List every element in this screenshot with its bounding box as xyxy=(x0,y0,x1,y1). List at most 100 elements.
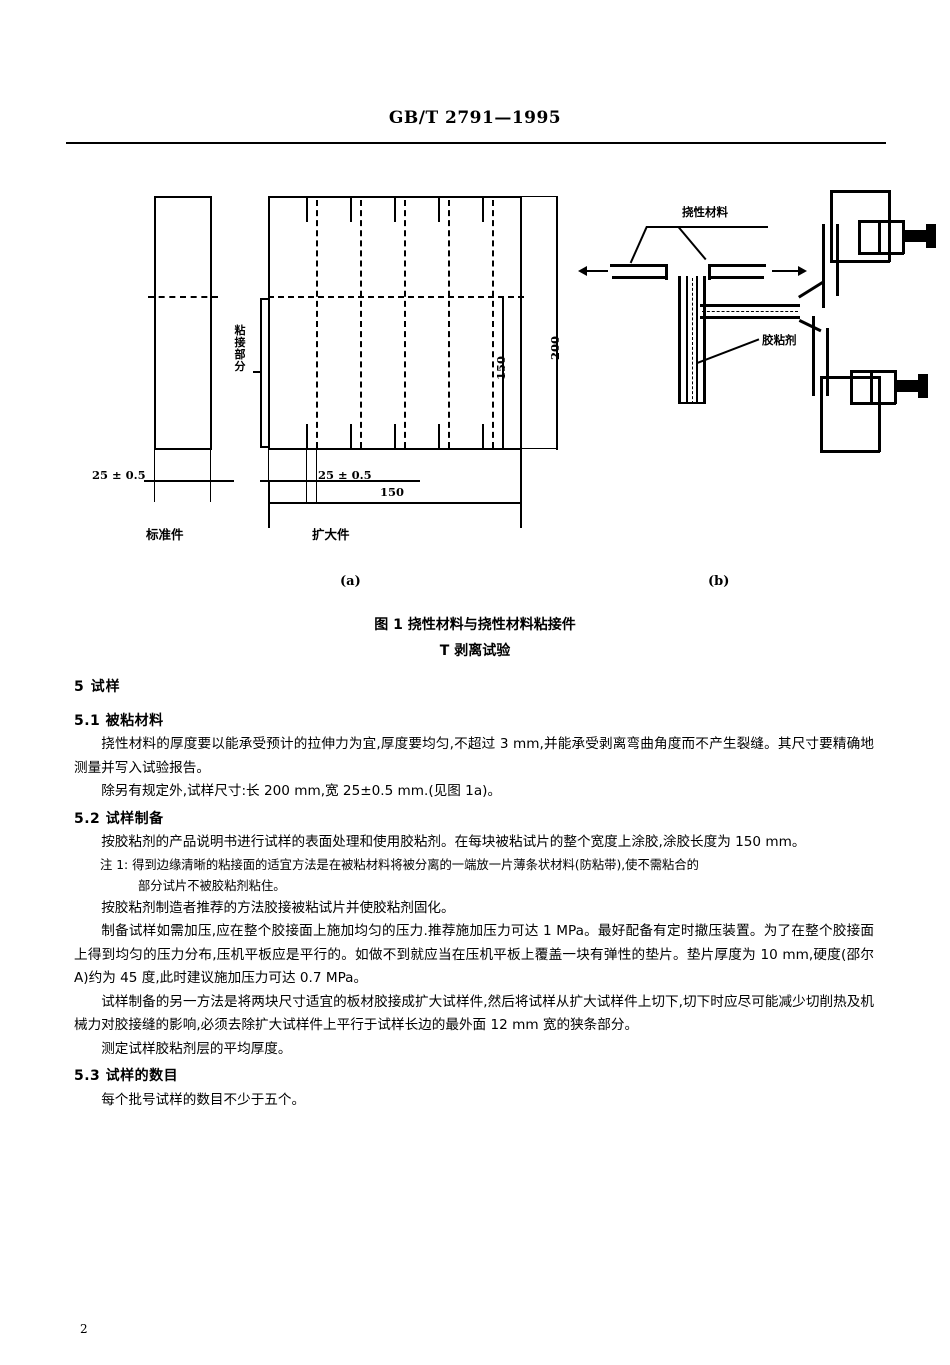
callout-adhesive-leader xyxy=(697,338,760,364)
figure-caption: 图 1 挠性材料与挠性材料粘接件 T 剥离试验 xyxy=(0,612,950,664)
lower-clamp-jaw-bottom xyxy=(850,402,896,405)
upper-grip-body-left xyxy=(830,190,833,262)
lower-clamp-jaw-top xyxy=(850,370,896,373)
paragraph-5-2-3: 制备试样如需加压,应在整个胶接面上施加均匀的压力.推荐施加压力可达 1 MPa。… xyxy=(74,923,874,986)
enlarged-piece-division-solid-4 xyxy=(438,196,440,222)
vertical-dim-tick-bottom xyxy=(522,448,558,450)
enlarged-piece-division-solid-b1 xyxy=(306,424,308,450)
upper-clamp-jaw-left xyxy=(858,220,861,254)
upper-clamp-jaw-right xyxy=(902,220,905,254)
upper-grip-body-top xyxy=(830,190,890,193)
enlarged-piece-cut-line-4 xyxy=(448,200,450,448)
standard-piece-ext-line-left xyxy=(154,448,155,502)
note-5-2-1-continued: 部分试片不被胶粘剂粘住。 xyxy=(100,876,874,897)
heading-section-5-3: 5.3 试样的数目 xyxy=(74,1068,179,1084)
bond-area-brace-bottom xyxy=(260,446,269,448)
callout-flexible-material-leader-top xyxy=(646,226,768,228)
heading-section-5-1: 5.1 被粘材料 xyxy=(74,712,164,729)
vertical-dim-tick-top xyxy=(522,196,558,198)
bent-specimen-lower-leg-left xyxy=(812,316,815,396)
tpeel-stem-bottom-cap xyxy=(678,402,706,404)
tpeel-left-arm-bottom xyxy=(612,276,666,279)
paragraph-5-1-1: 挠性材料的厚度要以能承受预计的拉伸力为宜,厚度要均匀,不超过 3 mm,并能承受… xyxy=(74,736,874,776)
label-adhesive: 胶粘剂 xyxy=(762,333,797,347)
standard-piece-right-edge xyxy=(210,196,212,450)
enlarged-piece-left-edge xyxy=(268,196,270,450)
lower-grip-body-right xyxy=(878,376,881,452)
heading-section-5-2: 5.2 试样制备 xyxy=(74,810,164,827)
label-bond-area: 粘接部分 xyxy=(234,324,246,373)
tpeel-right-bend xyxy=(708,264,711,280)
enlarged-piece-bond-boundary xyxy=(268,296,524,298)
enlarged-piece-cut-line-1 xyxy=(316,200,318,448)
vertical-dim-line-150 xyxy=(502,296,504,448)
enlarged-dim-ext-3 xyxy=(316,448,317,502)
bond-area-brace-top xyxy=(260,298,269,300)
enlarged-piece-division-solid-3 xyxy=(394,196,396,222)
enlarged-dim-ext-1 xyxy=(268,448,269,502)
enlarged-piece-division-solid-b4 xyxy=(438,424,440,450)
upper-clamp-jaw-inner xyxy=(878,220,881,254)
tpeel-stem-left-inner xyxy=(686,276,688,404)
paragraph-5-2-2: 按胶粘剂制造者推荐的方法胶接被粘试片并使胶粘剂固化。 xyxy=(101,899,455,916)
lower-bolt-shaft xyxy=(896,380,920,392)
bent-specimen-arm-bottom xyxy=(700,316,800,319)
callout-flexible-material-leader-right xyxy=(678,226,707,261)
pull-arrow-left-shaft xyxy=(580,270,608,272)
enlarged-piece-division-solid-1 xyxy=(306,196,308,222)
page-number: 2 xyxy=(80,1322,88,1336)
tpeel-adhesive-layer-line xyxy=(692,278,693,404)
bent-specimen-upper-bend xyxy=(798,280,826,299)
tpeel-right-arm-bottom xyxy=(710,276,764,279)
label-enlarged-piece: 扩大件 xyxy=(312,527,350,542)
upper-clamp-jaw-bottom xyxy=(858,252,904,255)
paragraph-5-2-1: 按胶粘剂的产品说明书进行试样的表面处理和使用胶粘剂。在每块被粘试片的整个宽度上涂… xyxy=(101,834,806,850)
enlarged-piece-division-solid-b3 xyxy=(394,424,396,450)
enlarged-piece-division-solid-2 xyxy=(350,196,352,222)
figure-caption-line1: 图 1 挠性材料与挠性材料粘接件 xyxy=(374,617,576,633)
dim-height-150-label: 150 xyxy=(494,355,508,380)
length-dim-line-150 xyxy=(268,502,522,504)
dim-length-150-label: 150 xyxy=(380,485,405,499)
length-dim-ext-right xyxy=(520,448,522,528)
page-header-standard-number: GB/T 2791—1995 xyxy=(388,108,562,128)
length-dim-ext-left xyxy=(268,480,270,528)
enlarged-piece-cut-line-5 xyxy=(492,200,494,448)
enlarged-dim-ext-2 xyxy=(306,448,307,502)
callout-flexible-material-leader-left xyxy=(629,226,648,264)
enlarged-piece-cut-line-2 xyxy=(360,200,362,448)
vertical-dim-ext-outer xyxy=(556,196,558,450)
dim-width-right-label: 25 ± 0.5 xyxy=(318,468,372,482)
standard-piece-bottom-edge xyxy=(154,448,212,450)
enlarged-piece-right-edge xyxy=(520,196,522,450)
tpeel-left-bend xyxy=(665,264,668,280)
lower-clamp-jaw-inner xyxy=(870,370,873,404)
figure-caption-line2: T 剥离试验 xyxy=(439,643,511,659)
bent-specimen-upper-leg-right xyxy=(836,224,839,296)
tpeel-right-arm-top xyxy=(708,264,766,267)
lower-bolt-head xyxy=(918,374,928,398)
pull-arrow-right-head xyxy=(798,266,807,276)
upper-bolt-shaft xyxy=(904,230,928,242)
paragraph-5-2-4: 试样制备的另一方法是将两块尺寸适宜的板材胶接成扩大试样件,然后将试样从扩大试样件… xyxy=(74,993,874,1034)
heading-section-5: 5 试样 xyxy=(74,679,121,695)
label-standard-piece: 标准件 xyxy=(146,527,184,542)
note-5-2-1: 注 1: 得到边缘清晰的粘接面的适宜方法是在被粘材料将被分离的一端放一片薄条状材… xyxy=(100,857,699,872)
upper-grip-body-bottom xyxy=(830,260,890,263)
upper-grip-body-right xyxy=(888,190,891,262)
tpeel-left-arm-top xyxy=(610,264,668,267)
paragraph-5-3-1: 每个批号试样的数目不少于五个。 xyxy=(101,1091,306,1108)
standard-piece-centerline xyxy=(148,296,218,298)
bent-specimen-lower-leg-right xyxy=(826,328,829,396)
bent-specimen-arm-top xyxy=(700,304,800,307)
dim-height-200-label: 200 xyxy=(548,335,562,360)
enlarged-dim-line-width xyxy=(260,480,420,482)
document-body: 5 试样 5.1 被粘材料 挠性材料的厚度要以能承受预计的拉伸力为宜,厚度要均匀… xyxy=(74,676,874,1112)
enlarged-piece-cut-line-3 xyxy=(404,200,406,448)
enlarged-piece-division-solid-5 xyxy=(482,196,484,222)
subfigure-b-caption: (b) xyxy=(708,574,730,589)
bent-specimen-upper-leg-left xyxy=(822,224,825,308)
bond-area-brace-mid xyxy=(253,371,261,373)
figure-1-technical-drawing: 25 ± 0.5 标准件 粘接部分 xyxy=(60,180,936,600)
